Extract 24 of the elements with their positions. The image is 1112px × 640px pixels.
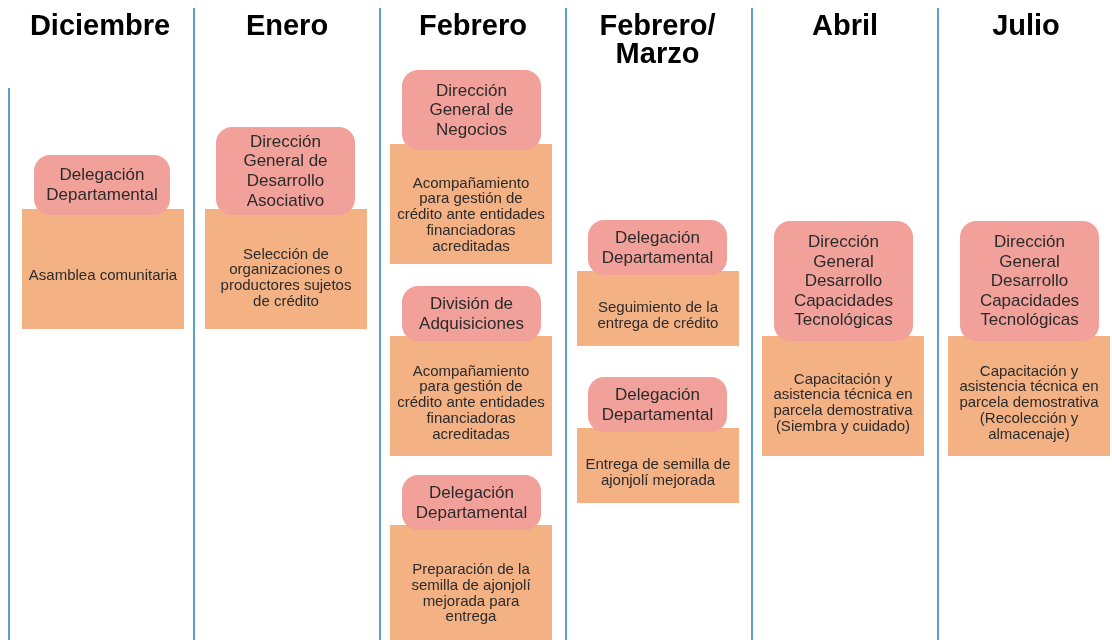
org-unit-label: Dirección General Desarrollo Capacidades Tecnológicas [960,221,1099,341]
org-unit-label: División de Adquisiciones [402,286,541,341]
activity-box: Preparación de la semilla de ajonjolí mejorada para entrega [390,525,552,640]
org-unit-label: Dirección General de Desarrollo Asociativo [216,127,355,215]
org-unit-label: Delegación Departamental [588,377,727,432]
activity-box: Acompañamiento para gestión de crédito ante entidades financiadoras acreditadas [390,144,552,264]
activity-box: Selección de organizaciones o productores sujetos de crédito [205,209,367,329]
month-heading: Abril [810,12,880,40]
org-unit-label: Dirección General Desarrollo Capacidades Tecnológicas [774,221,913,341]
activity-box: Capacitación y asistencia técnica en parcela demostrativa (Siembra y cuidado) [762,336,924,456]
org-unit-label: Delegación Departamental [588,220,727,275]
org-unit-label: Delegación Departamental [402,475,541,530]
activity-box: Asamblea comunitaria [22,209,184,329]
activity-box: Acompañamiento para gestión de crédito ante entidades financiadoras acreditadas [390,336,552,456]
month-heading: Febrero/ Marzo [598,12,717,68]
activity-box: Capacitación y asistencia técnica en parcela demostrativa (Recolección y almacenaje) [948,336,1110,456]
month-heading: Julio [991,12,1061,40]
activity-box: Entrega de semilla de ajonjolí mejorada [577,428,739,503]
org-unit-label: Delegación Departamental [34,155,170,215]
activity-box: Seguimiento de la entrega de crédito [577,271,739,346]
month-heading: Enero [244,12,330,40]
org-unit-label: Dirección General de Negocios [402,70,541,150]
month-heading: Febrero [418,12,528,40]
month-heading: Diciembre [28,12,172,40]
